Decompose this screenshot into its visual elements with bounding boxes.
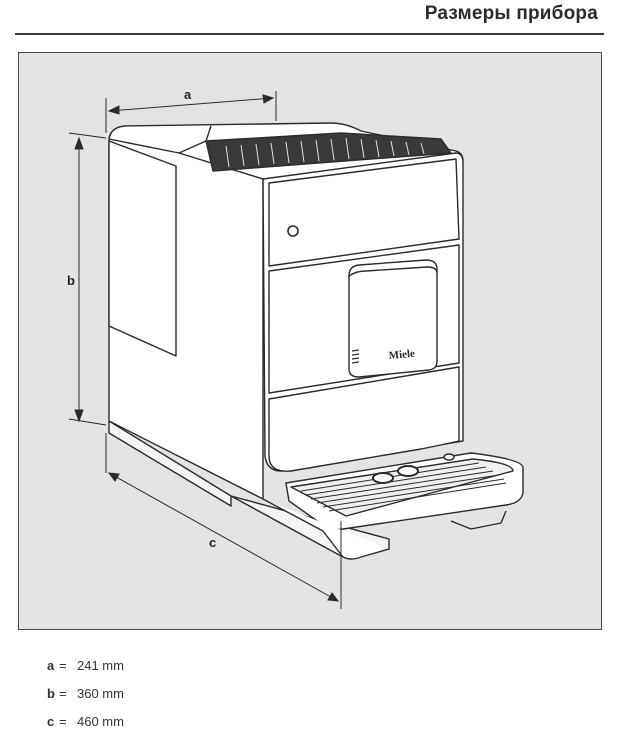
dimensions-list: a = 241 mm b = 360 mm c = 460 mm: [47, 658, 124, 742]
dimension-key: b: [47, 686, 55, 701]
dimension-label-c: c: [209, 535, 216, 550]
header-divider: [15, 33, 604, 35]
dimension-equals: =: [59, 686, 67, 701]
dimension-value: 241 mm: [77, 658, 124, 673]
dimension-value: 360 mm: [77, 686, 124, 701]
dimension-key: a: [47, 658, 55, 673]
dimension-label-b: b: [67, 273, 75, 288]
svg-text:Miele: Miele: [388, 348, 415, 362]
dimension-row-c: c = 460 mm: [47, 714, 124, 742]
page-title: Размеры прибора: [424, 3, 598, 24]
dimension-label-a: a: [184, 87, 192, 102]
dimension-equals: =: [59, 714, 67, 729]
coffee-machine-drawing: Miele: [67, 87, 524, 609]
dimension-diagram: Miele: [18, 52, 602, 630]
dimension-row-a: a = 241 mm: [47, 658, 124, 686]
dimension-equals: =: [59, 658, 67, 673]
dimension-row-b: b = 360 mm: [47, 686, 124, 714]
dimension-key: c: [47, 714, 55, 729]
dimension-value: 460 mm: [77, 714, 124, 729]
